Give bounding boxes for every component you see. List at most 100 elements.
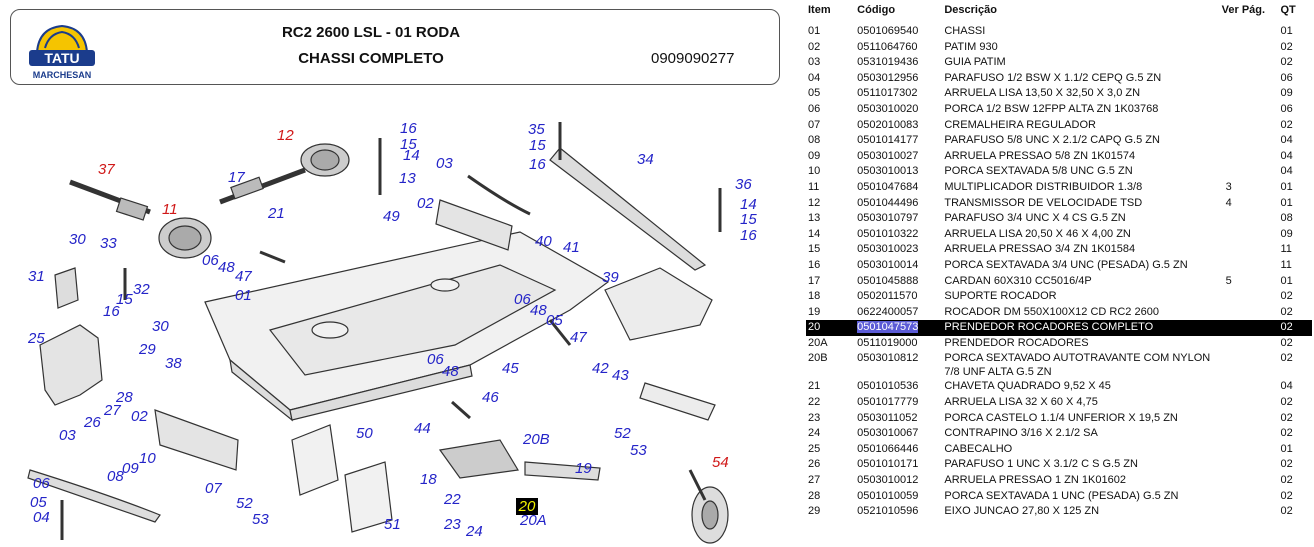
callout-43: 43	[612, 367, 629, 384]
cell-qt: 06	[1280, 102, 1293, 115]
callout-30-b: 30	[152, 318, 169, 335]
callout-16-b: 16	[529, 156, 546, 173]
cell-page	[1220, 40, 1279, 56]
cell-description: TRANSMISSOR DE VELOCIDADE TSD	[944, 196, 1143, 209]
cell-item: 05	[808, 87, 821, 100]
callout-47: 47	[235, 268, 252, 285]
callout-44: 44	[414, 420, 431, 437]
callout-51: 51	[384, 516, 401, 533]
cell-item: 16	[808, 258, 821, 271]
callout-20-highlighted[interactable]: 20	[516, 498, 538, 515]
cell-page	[1220, 227, 1279, 243]
cell-item: 07	[808, 118, 821, 131]
cell-qt: 02	[1280, 336, 1293, 349]
cell-qt: 04	[1280, 134, 1293, 147]
cell-qt: 09	[1280, 87, 1293, 100]
cell-qt: 02	[1280, 56, 1293, 69]
cell-qt: 02	[1280, 40, 1293, 53]
cell-qt: 02	[1278, 320, 1312, 336]
callout-06-b: 06	[514, 291, 531, 308]
cell-description: ROCADOR DM 550X100X12 CD RC2 2600	[944, 305, 1159, 318]
callout-47-b: 47	[570, 329, 587, 346]
exploded-parts-diagram: 37 11 17 12 16 15 14 13 21 49 03 02 35 1…	[27, 120, 757, 544]
callout-16-d: 16	[103, 303, 120, 320]
cell-qt: 01	[1280, 196, 1293, 209]
callout-33: 33	[100, 235, 117, 252]
cell-code: 0501010536	[855, 379, 942, 395]
cell-item: 06	[808, 102, 821, 115]
cell-description: ARRUELA PRESSAO 5/8 ZN 1K01574	[944, 149, 1136, 162]
callout-16: 16	[400, 120, 417, 137]
callout-10: 10	[139, 450, 156, 467]
cell-qt: 02	[1280, 474, 1293, 487]
cell-qt: 01	[1280, 274, 1293, 287]
cell-item: 20A	[808, 336, 828, 349]
cell-page	[1220, 24, 1279, 40]
cell-description: PORCA SEXTAVADA 3/4 UNC (PESADA) G.5 ZN	[944, 258, 1188, 271]
diagram-drawing	[27, 122, 729, 544]
cell-description: ARRUELA LISA 32 X 60 X 4,75	[944, 396, 1098, 409]
cell-description: PARAFUSO 1/2 BSW X 1.1/2 CEPQ G.5 ZN	[944, 71, 1162, 84]
cell-code: 0503010067	[855, 426, 942, 442]
callout-06-c: 06	[427, 351, 444, 368]
cell-page	[1220, 426, 1279, 442]
callout-12: 12	[277, 127, 294, 144]
cell-page	[1220, 86, 1279, 102]
cell-qt: 09	[1280, 227, 1293, 240]
cell-qt: 01	[1280, 180, 1293, 193]
cell-code: 0501045888	[855, 274, 942, 290]
cell-qt: 02	[1280, 411, 1293, 424]
callout-07: 07	[205, 480, 222, 497]
part-code: 0501066446	[857, 442, 919, 455]
part-code: 0501010322	[857, 227, 919, 240]
cell-item: 23	[808, 411, 821, 424]
callout-19: 19	[575, 460, 592, 477]
cell-description: CABECALHO	[944, 442, 1013, 455]
callout-17: 17	[228, 169, 245, 186]
cell-description: CONTRAPINO 3/16 X 2.1/2 SA	[944, 427, 1098, 440]
cell-item: 22	[808, 396, 821, 409]
callout-52-b: 52	[614, 425, 631, 442]
cell-code: 0622400057	[855, 305, 942, 321]
cell-code: 0511064760	[855, 40, 942, 56]
callout-15-b: 15	[529, 137, 546, 154]
part-code: 0503010067	[857, 427, 919, 440]
cell-description: GUIA PATIM	[944, 56, 1006, 69]
callout-25: 25	[27, 330, 45, 347]
cell-qt: 02	[1280, 305, 1293, 318]
cell-qt: 02	[1280, 118, 1293, 131]
cell-qt: 11	[1280, 258, 1292, 271]
part-code: 0501047684	[857, 180, 919, 193]
